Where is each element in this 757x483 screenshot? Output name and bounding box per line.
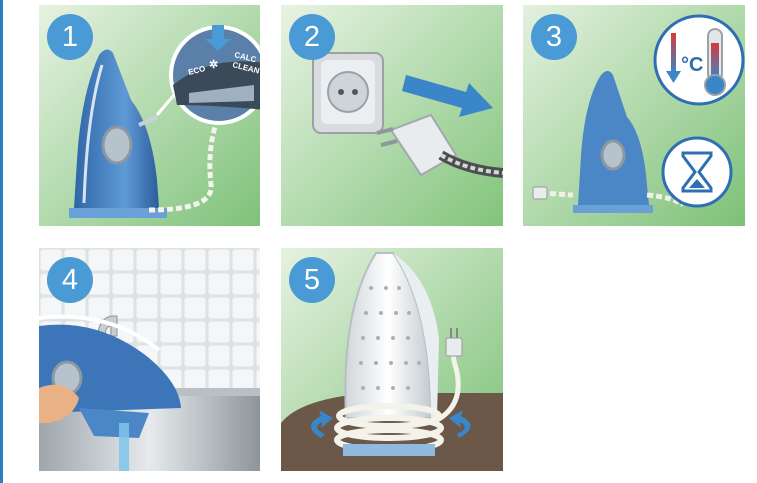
step-5-panel: 5 xyxy=(281,248,503,471)
step-number-badge: 4 xyxy=(47,257,93,303)
step-number-badge: 2 xyxy=(289,14,335,60)
plug xyxy=(446,338,462,356)
step-number-badge: 3 xyxy=(531,14,577,60)
step-4-panel: 4 xyxy=(39,248,260,471)
plug xyxy=(533,187,547,199)
step-number-badge: 1 xyxy=(47,14,93,60)
calc-clean-icon: ✲ xyxy=(209,59,218,71)
step-1-panel: ECO ✲ CALC CLEAN 1 xyxy=(39,5,260,226)
left-edge-line xyxy=(0,0,3,483)
hourglass-icon xyxy=(663,138,731,206)
step-2-panel: 2 xyxy=(281,5,503,226)
step-number-badge: 5 xyxy=(289,257,335,303)
celsius-label: °C xyxy=(681,54,703,76)
iron-dial xyxy=(103,127,131,163)
step-3-panel: °C 3 xyxy=(523,5,745,226)
water-stream xyxy=(119,423,129,471)
